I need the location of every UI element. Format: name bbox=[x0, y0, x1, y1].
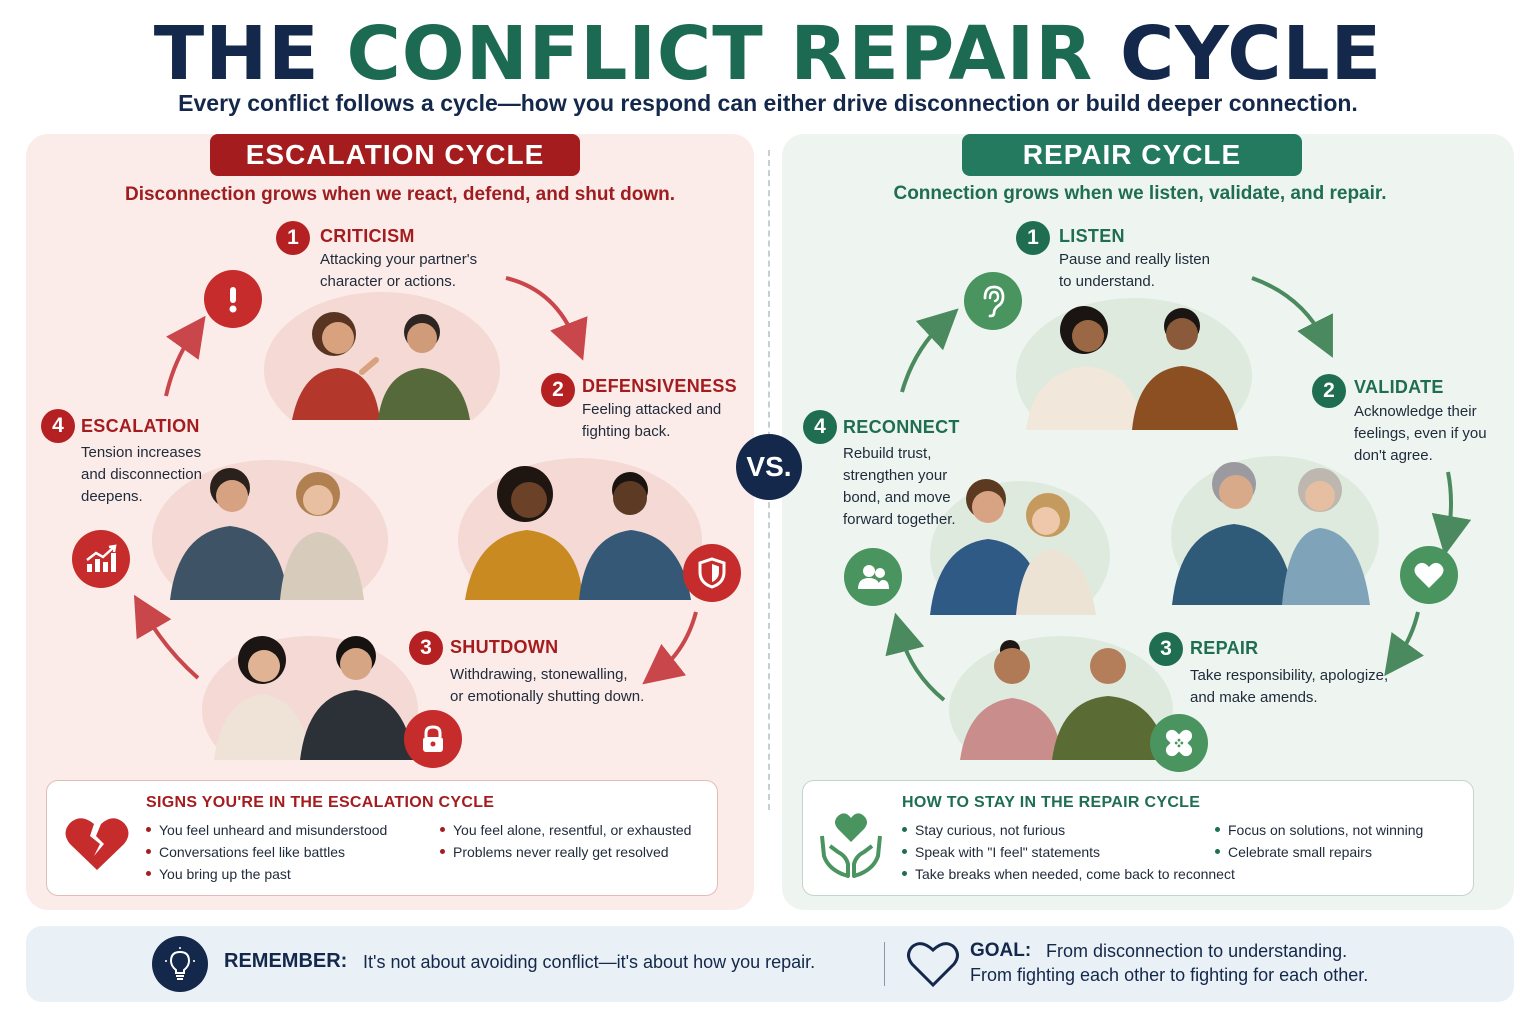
step-number: 2 bbox=[1312, 374, 1346, 408]
step-desc-line: forward together. bbox=[843, 511, 956, 528]
step-desc-line: fighting back. bbox=[582, 423, 671, 440]
repair-arrows bbox=[885, 276, 1472, 702]
ear-icon bbox=[964, 272, 1022, 330]
list-item: Stay curious, not furious bbox=[902, 819, 1065, 841]
step-title-reconnect: RECONNECT bbox=[843, 417, 960, 437]
list-item: Celebrate small repairs bbox=[1215, 841, 1372, 863]
arrow-escalation-to-criticism bbox=[164, 315, 206, 397]
broken-heart-icon bbox=[65, 818, 129, 870]
step-title-validate: VALIDATE bbox=[1354, 377, 1444, 397]
arrow-defensiveness-to-shutdown bbox=[642, 611, 698, 685]
step-desc-line: to understand. bbox=[1059, 273, 1155, 290]
list-item: Focus on solutions, not winning bbox=[1215, 819, 1423, 841]
step-number: 3 bbox=[409, 631, 443, 665]
step-desc-line: Withdrawing, stonewalling, bbox=[450, 666, 628, 683]
arrow-repair-to-reconnect bbox=[885, 612, 946, 702]
listen-couple-illustration bbox=[1016, 298, 1252, 430]
arrow-reconnect-to-listen bbox=[900, 308, 959, 393]
validate-couple-illustration bbox=[1171, 456, 1379, 605]
signs-title: SIGNS YOU'RE IN THE ESCALATION CYCLE bbox=[146, 794, 495, 811]
escalation-arrows bbox=[133, 276, 698, 685]
step-title-listen: LISTEN bbox=[1059, 226, 1125, 246]
lightbulb-icon bbox=[152, 936, 208, 992]
remember-label: REMEMBER: bbox=[224, 950, 348, 972]
arrow-validate-to-repair-top bbox=[1431, 471, 1472, 556]
stay-title: HOW TO STAY IN THE REPAIR CYCLE bbox=[902, 794, 1201, 811]
step-number: 3 bbox=[1149, 632, 1183, 666]
list-item: You bring up the past bbox=[146, 863, 291, 885]
step-desc-line: bond, and move bbox=[843, 489, 951, 506]
step-title-escalation: ESCALATION bbox=[81, 416, 200, 436]
signs-box bbox=[46, 780, 718, 896]
lock-icon bbox=[404, 710, 462, 768]
exclamation-icon bbox=[204, 270, 262, 328]
step-desc-line: don't agree. bbox=[1354, 447, 1433, 464]
goal-label: GOAL: bbox=[970, 940, 1032, 961]
title-part-1: THE bbox=[153, 11, 347, 97]
escalation-tagline: Disconnection grows when we react, defen… bbox=[124, 184, 675, 205]
shutdown-couple-illustration bbox=[202, 636, 418, 760]
list-item: Problems never really get resolved bbox=[440, 841, 669, 863]
bandage-icon bbox=[1150, 714, 1208, 772]
remember-text: It's not about avoiding conflict—it's ab… bbox=[363, 952, 816, 972]
heart-icon bbox=[1400, 546, 1458, 604]
people-icon bbox=[844, 548, 902, 606]
step-title-criticism: CRITICISM bbox=[320, 226, 415, 246]
step-number: 1 bbox=[276, 221, 310, 255]
repair-couple-illustration bbox=[949, 636, 1173, 760]
step-desc-line: Acknowledge their bbox=[1354, 403, 1477, 420]
goal-text-line-1: From disconnection to understanding. bbox=[1046, 941, 1348, 961]
arrow-criticism-to-defensiveness bbox=[505, 276, 588, 361]
step-desc-line: feelings, even if you bbox=[1354, 425, 1487, 442]
step-title-shutdown: SHUTDOWN bbox=[450, 637, 559, 657]
stay-box bbox=[802, 780, 1474, 896]
step-title-defensiveness: DEFENSIVENESS bbox=[582, 376, 737, 396]
page-title: THE CONFLICT REPAIR CYCLE bbox=[0, 12, 1536, 96]
reconnect-couple-illustration bbox=[930, 479, 1110, 615]
escalation-banner: ESCALATION CYCLE bbox=[210, 134, 580, 176]
criticism-couple-illustration bbox=[264, 292, 500, 420]
step-desc-line: and make amends. bbox=[1190, 689, 1318, 706]
step-desc-line: strengthen your bbox=[843, 467, 948, 484]
step-number: 1 bbox=[1016, 221, 1050, 255]
heart-outline-icon bbox=[907, 942, 959, 988]
repair-banner: REPAIR CYCLE bbox=[962, 134, 1302, 176]
step-desc-line: and disconnection bbox=[81, 466, 202, 483]
arrow-listen-to-validate bbox=[1251, 276, 1333, 358]
step-desc-line: Take responsibility, apologize, bbox=[1190, 667, 1389, 684]
step-number: 4 bbox=[41, 409, 75, 443]
list-item: Speak with "I feel" statements bbox=[902, 841, 1100, 863]
chart-up-icon bbox=[72, 530, 130, 588]
heart-hands-icon bbox=[820, 813, 882, 878]
list-item: You feel unheard and misunderstood bbox=[146, 819, 387, 841]
footer-bar bbox=[26, 926, 1514, 1002]
step-desc-line: Attacking your partner's bbox=[320, 251, 478, 268]
step-desc-line: or emotionally shutting down. bbox=[450, 688, 645, 705]
step-desc-line: Feeling attacked and bbox=[582, 401, 722, 418]
vs-badge: VS. bbox=[736, 434, 802, 500]
repair-tagline: Connection grows when we listen, validat… bbox=[893, 183, 1387, 204]
page-subtitle: Every conflict follows a cycle—how you r… bbox=[178, 90, 1358, 116]
arrow-shutdown-to-escalation bbox=[133, 594, 200, 680]
title-part-2: CONFLICT REPAIR bbox=[346, 11, 1094, 97]
defensiveness-couple-illustration bbox=[458, 458, 702, 600]
step-number: 2 bbox=[541, 373, 575, 407]
step-title-repair: REPAIR bbox=[1190, 638, 1259, 658]
step-desc-line: deepens. bbox=[81, 488, 143, 505]
shield-icon bbox=[683, 544, 741, 602]
step-desc-line: Tension increases bbox=[81, 444, 202, 461]
step-desc-line: Pause and really listen bbox=[1059, 251, 1210, 268]
step-desc-line: character or actions. bbox=[320, 273, 456, 290]
escalation-couple-illustration bbox=[152, 460, 388, 600]
title-part-3: CYCLE bbox=[1093, 11, 1383, 97]
step-desc-line: Rebuild trust, bbox=[843, 445, 932, 462]
list-item: Take breaks when needed, come back to re… bbox=[902, 863, 1235, 885]
list-item: You feel alone, resentful, or exhausted bbox=[440, 819, 691, 841]
arrow-validate-to-repair bbox=[1384, 611, 1424, 677]
goal-text-line-2: From fighting each other to fighting for… bbox=[970, 965, 1369, 985]
list-item: Conversations feel like battles bbox=[146, 841, 345, 863]
footer-divider bbox=[884, 942, 885, 986]
step-number: 4 bbox=[803, 410, 837, 444]
